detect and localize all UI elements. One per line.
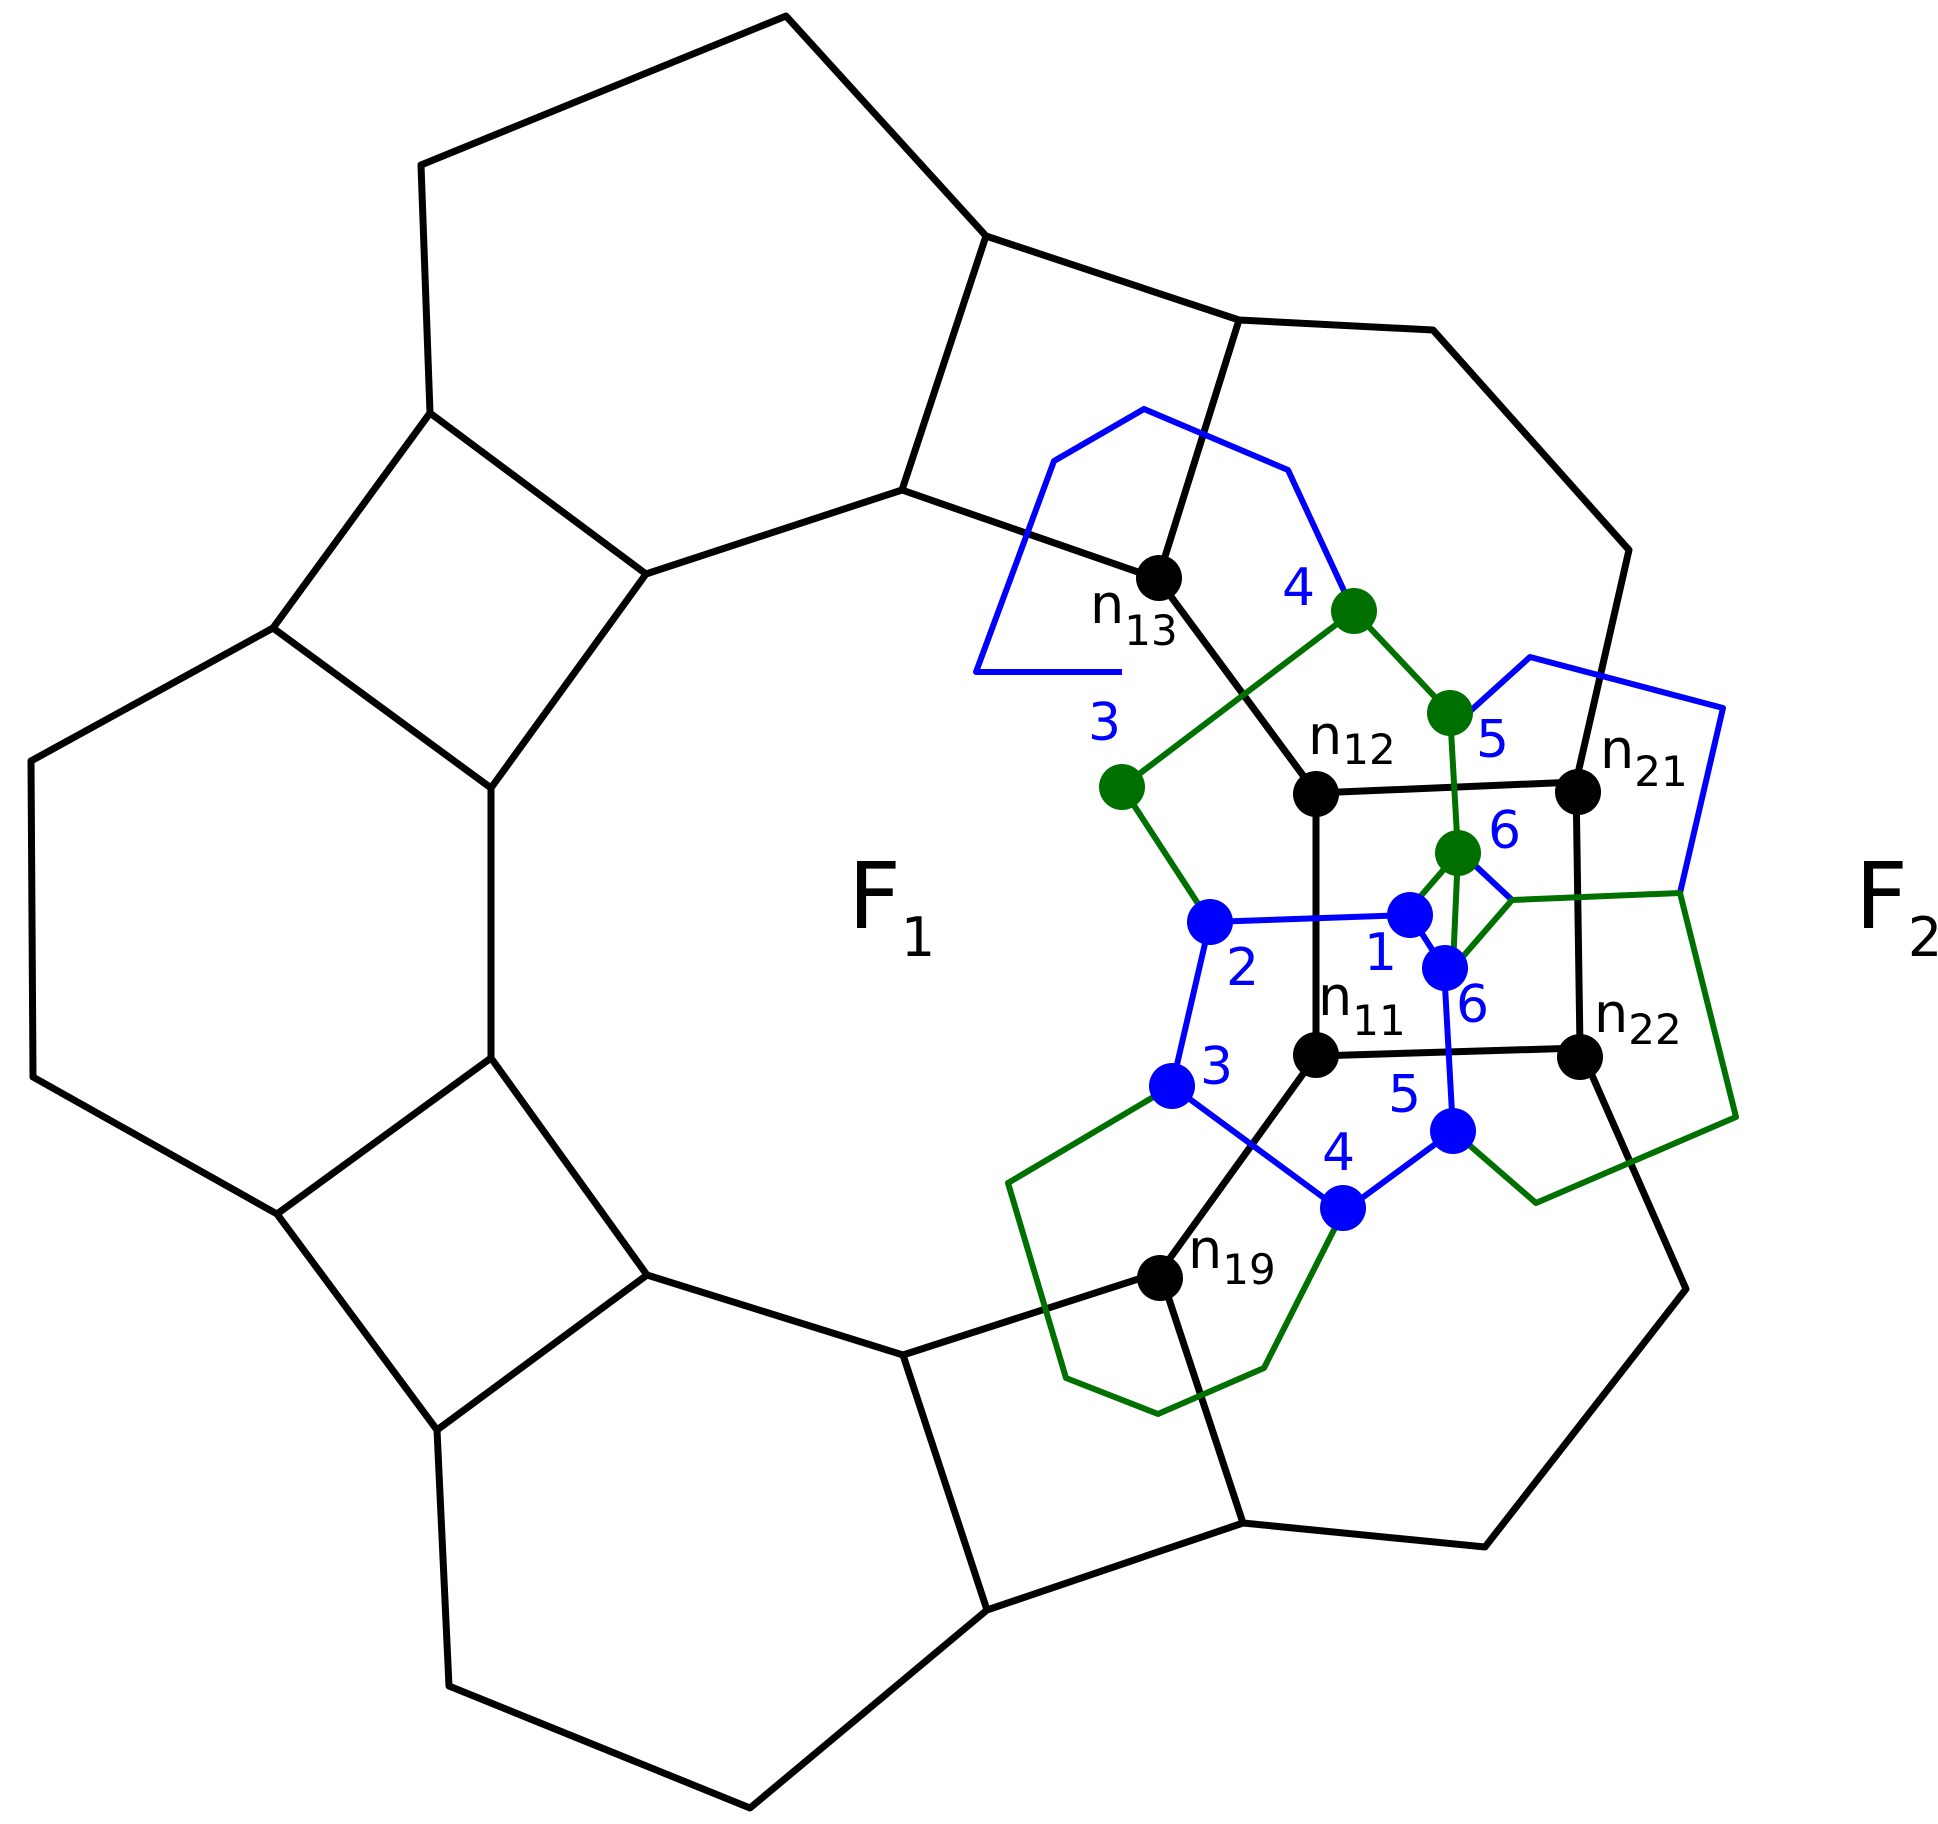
label-n12: n12 <box>1308 704 1396 774</box>
label-green-6: 6 <box>1488 801 1521 861</box>
primal-spoke <box>426 409 650 578</box>
label-blue-1: 1 <box>1364 923 1397 983</box>
blue-outline-upper <box>973 406 1355 675</box>
green-node-4 <box>1331 588 1377 634</box>
green-cycle <box>1119 608 1461 924</box>
node-n21 <box>1555 769 1601 815</box>
node-n13 <box>1136 555 1182 601</box>
label-n22: n22 <box>1594 982 1682 1054</box>
label-green-5: 5 <box>1476 710 1509 770</box>
label-blue-6: 6 <box>1456 975 1489 1035</box>
blue-node-3 <box>1149 1063 1195 1109</box>
blue-node-4 <box>1320 1185 1366 1231</box>
node-n12 <box>1293 771 1339 817</box>
green-node-5 <box>1427 690 1473 736</box>
green-outline-right <box>1450 890 1739 1206</box>
label-n11: n11 <box>1318 965 1406 1045</box>
label-green-4: 4 <box>1282 558 1315 618</box>
label-n13: n13 <box>1090 573 1178 655</box>
node-n19 <box>1137 1255 1183 1301</box>
node-labels: n13 n12 n21 n11 n22 n19 <box>1090 573 1688 1294</box>
primal-spoke <box>433 1271 651 1434</box>
label-blue-2: 2 <box>1226 938 1259 998</box>
blue-node-6 <box>1422 945 1468 991</box>
primal-spoke <box>1312 778 1580 797</box>
label-blue-3: 3 <box>1200 1037 1233 1097</box>
blue-node-5 <box>1430 1108 1476 1154</box>
node-n11 <box>1293 1032 1339 1078</box>
green-nodes <box>1099 588 1481 876</box>
primal-spoke <box>898 232 990 494</box>
green-node-3 <box>1099 764 1145 810</box>
label-n19: n19 <box>1188 1218 1276 1294</box>
green-node-6 <box>1435 830 1481 876</box>
face-label-f1: F1 <box>848 843 935 969</box>
primal-spoke <box>1154 316 1243 583</box>
blue-node-1 <box>1387 892 1433 938</box>
label-blue-5: 5 <box>1388 1065 1421 1125</box>
node-n22 <box>1557 1034 1603 1080</box>
primal-nodes <box>1136 555 1603 1301</box>
primal-spoke <box>269 624 495 792</box>
blue-nodes <box>1149 892 1476 1231</box>
blue-node-2 <box>1187 899 1233 945</box>
label-green-3: 3 <box>1088 693 1121 753</box>
primal-spoke <box>273 1054 495 1218</box>
blue-outline-right <box>1464 654 1726 894</box>
primal-spoke <box>899 1351 991 1614</box>
dual-vertex-labels: 4 5 3 6 1 2 6 3 5 4 <box>1088 558 1521 1183</box>
label-blue-4: 4 <box>1322 1123 1355 1183</box>
label-n21: n21 <box>1600 718 1688 796</box>
face-label-f2: F2 <box>1855 843 1938 969</box>
green-outline-lower <box>1005 1083 1346 1417</box>
